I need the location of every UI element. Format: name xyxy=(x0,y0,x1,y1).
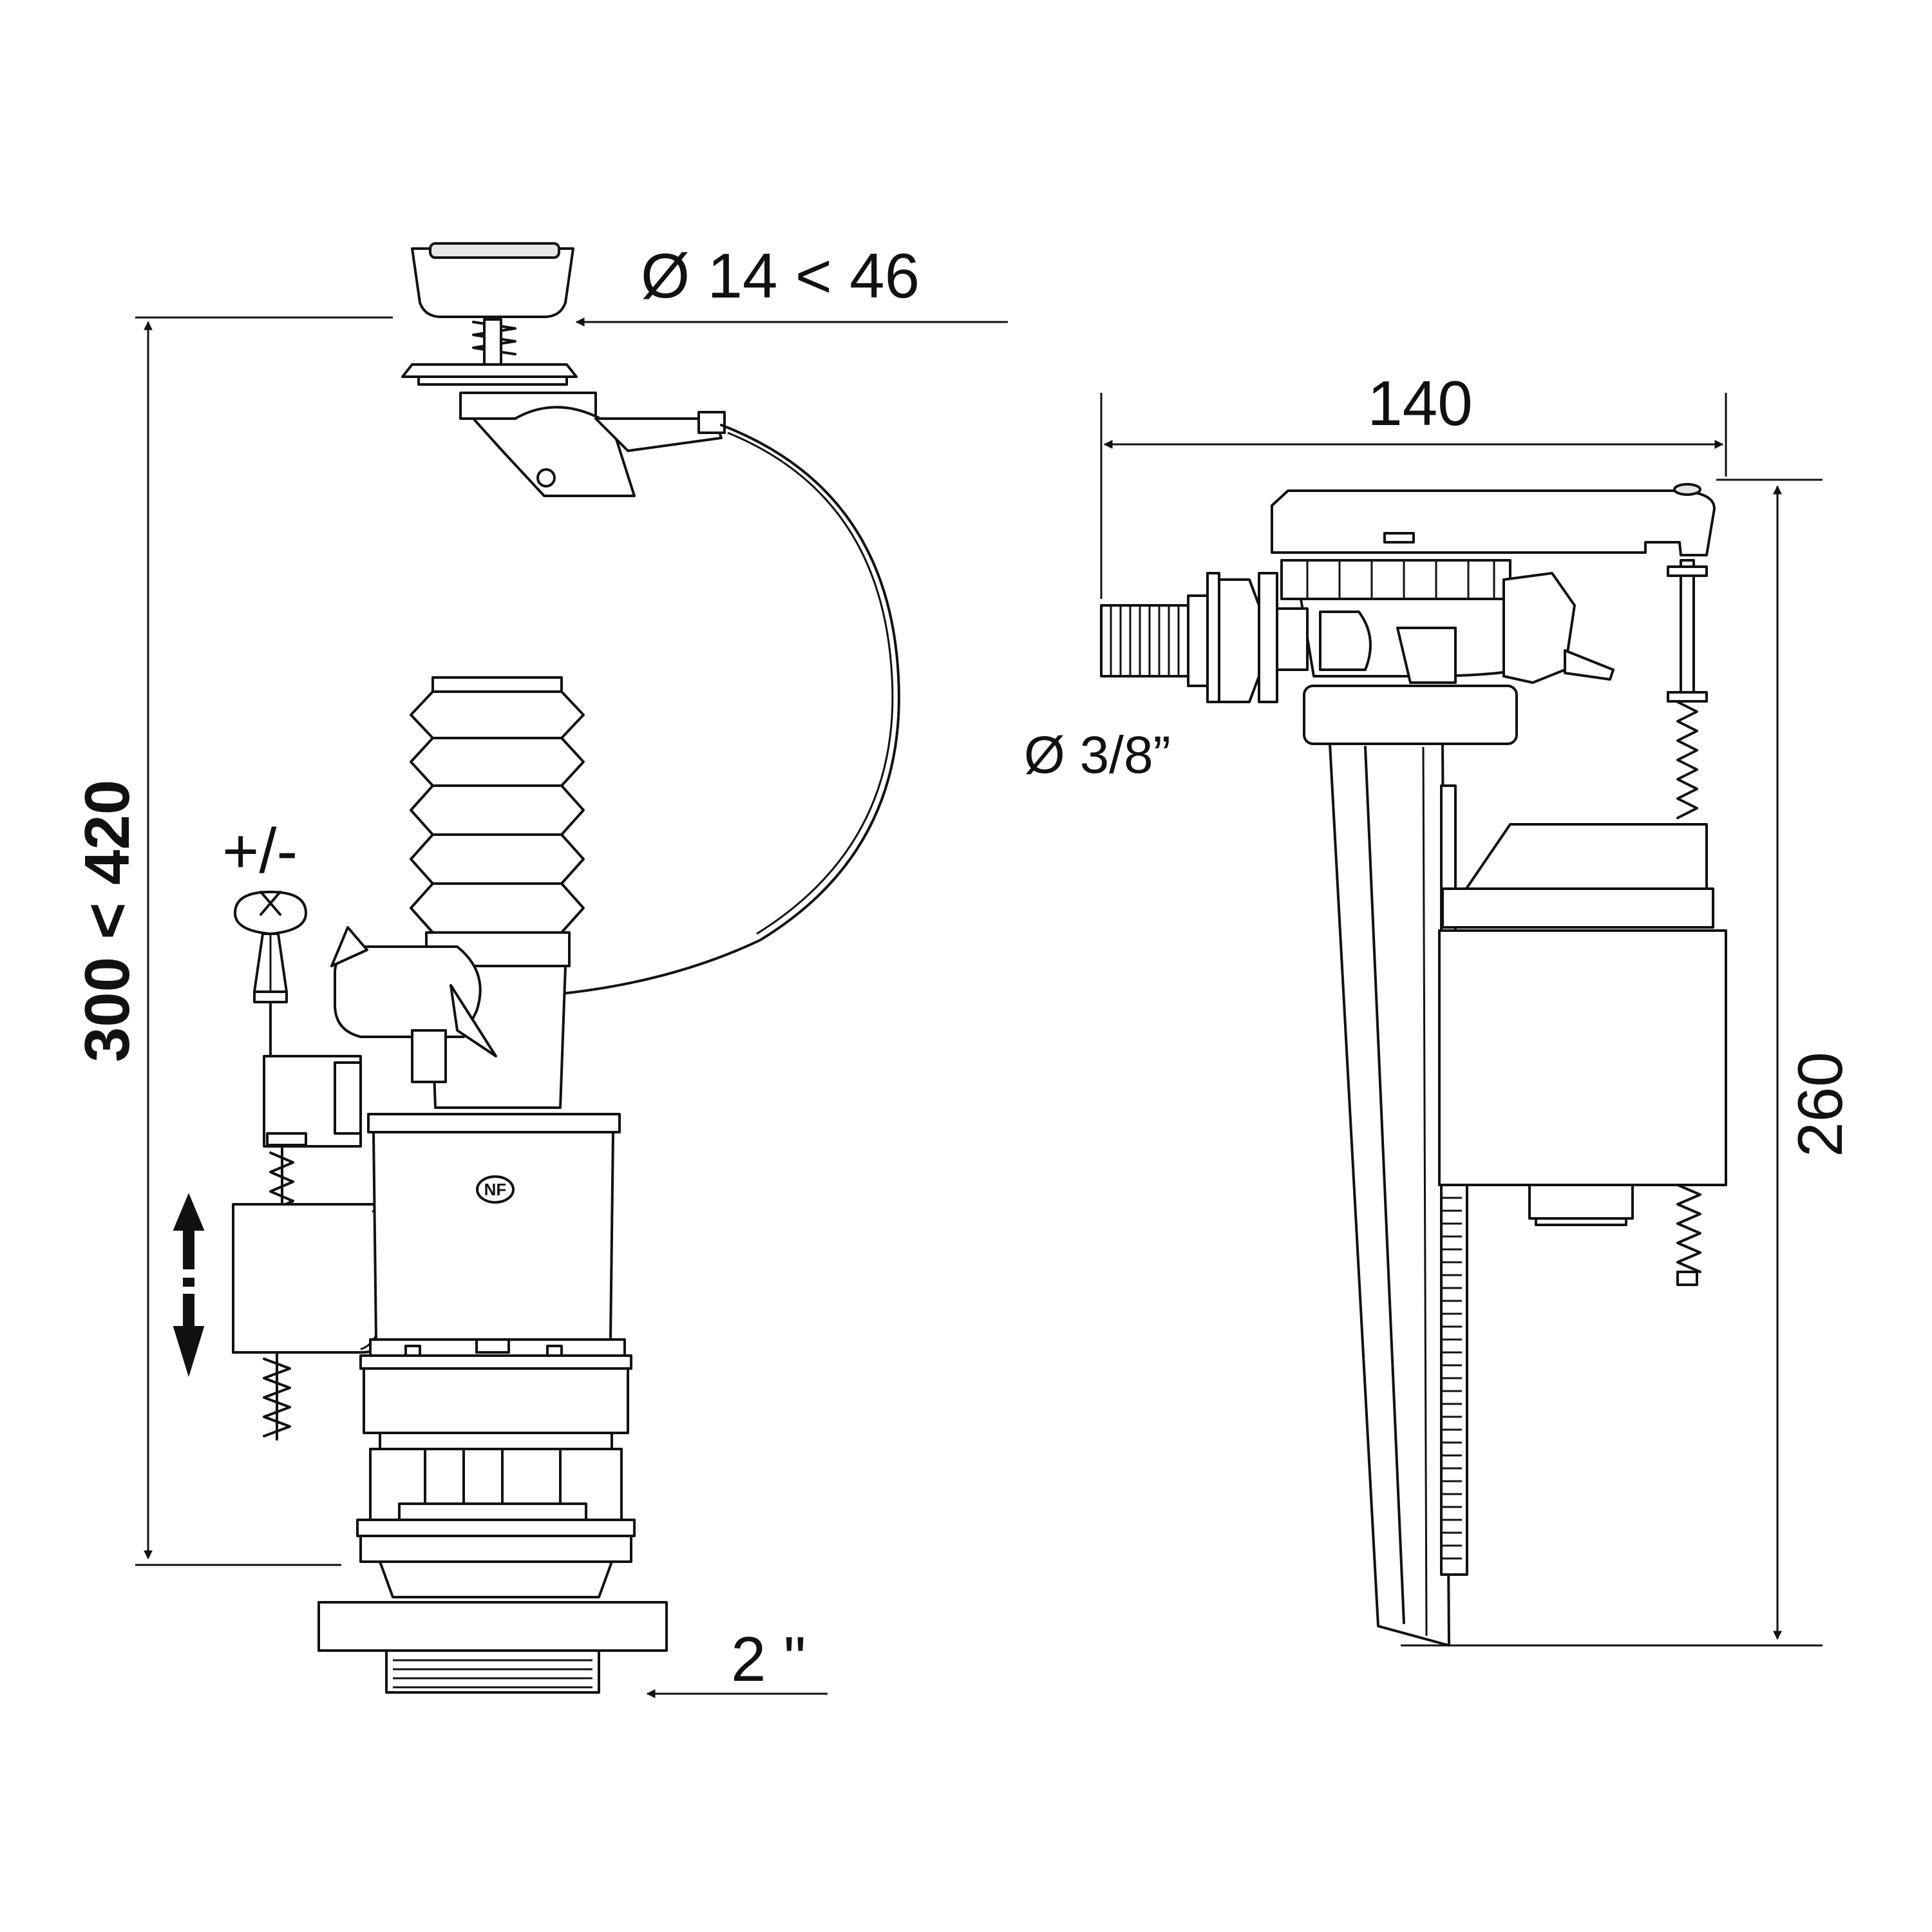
label-top-diameter: Ø 14 < 46 xyxy=(641,240,920,311)
valve-body: NF xyxy=(356,1113,636,1598)
right-height-dimension xyxy=(1401,478,1823,1647)
cam-lever xyxy=(459,392,726,497)
nf-mark: NF xyxy=(484,1180,507,1199)
fill-valve-shaft xyxy=(1329,743,1450,1647)
up-down-arrow xyxy=(173,1193,205,1378)
flush-valve-drawing: NF xyxy=(173,242,900,1694)
knurled-cap xyxy=(1280,532,1511,600)
push-button xyxy=(401,242,578,386)
inlet-thread xyxy=(1100,572,1309,703)
label-outlet: 2 " xyxy=(731,1624,806,1694)
label-width: 140 xyxy=(1367,368,1473,439)
outlet-thread xyxy=(317,1601,668,1694)
bellows xyxy=(410,676,585,1109)
cable xyxy=(488,424,900,999)
adjust-rod xyxy=(1667,559,1708,1286)
float-cup xyxy=(1438,784,1727,1573)
label-height-range: 300 < 420 xyxy=(71,780,142,1063)
width-dimension xyxy=(1100,393,1727,599)
float-guide xyxy=(263,1055,362,1238)
label-adjust: +/- xyxy=(222,815,298,886)
top-lever xyxy=(1271,489,1716,556)
height-dimension xyxy=(135,316,393,1566)
fill-valve-body xyxy=(1300,572,1615,745)
adjust-screw xyxy=(234,891,307,1064)
float-ladder xyxy=(1440,1184,1468,1576)
fill-valve-drawing xyxy=(1100,483,1727,1647)
release-housing xyxy=(330,926,497,1083)
label-inlet: Ø 3/8” xyxy=(1024,726,1171,784)
label-height: 260 xyxy=(1785,1052,1855,1157)
